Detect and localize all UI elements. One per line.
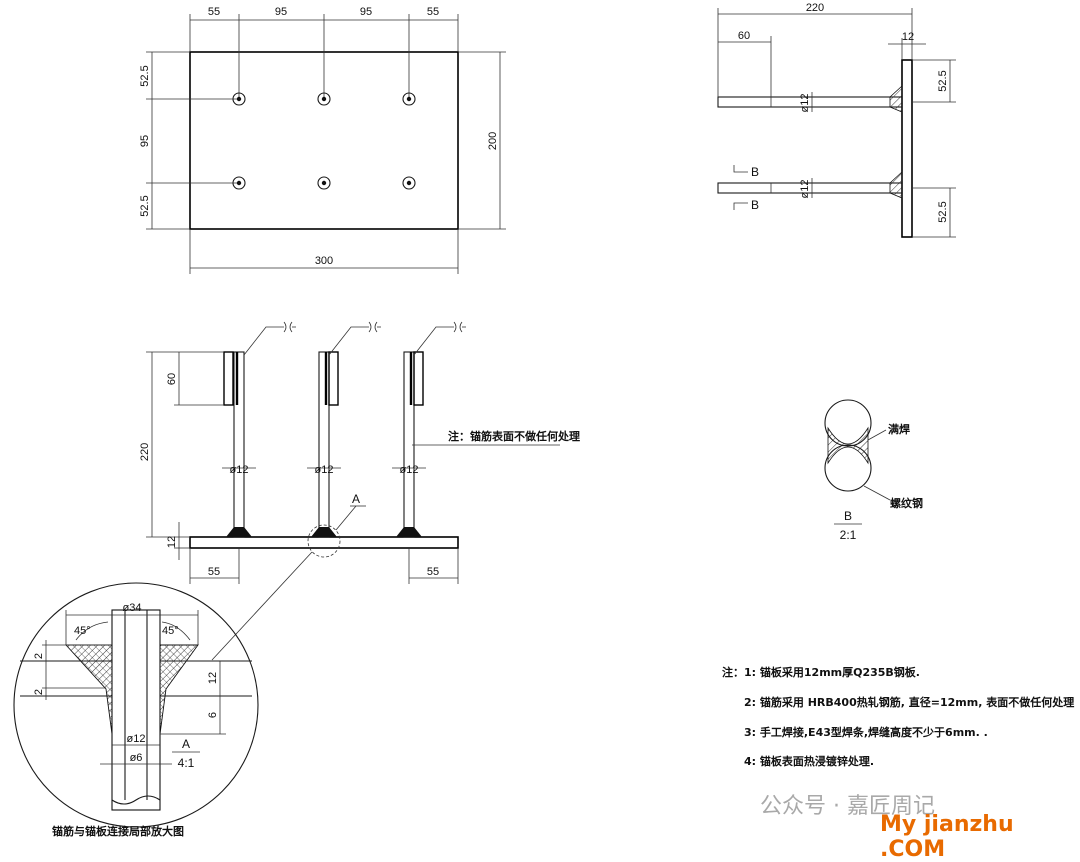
- side-dim-total: 220: [806, 2, 824, 14]
- front-rebar: [233, 351, 245, 538]
- side-rebar-label-2: ø12: [799, 180, 811, 199]
- plan-view: 55 95 95 55 52.5 95 52.5 200 300: [139, 6, 506, 274]
- plan-dim-top-4: 55: [427, 6, 439, 18]
- front-rebar: [318, 351, 330, 538]
- section-b-label-rebar: 螺纹钢: [890, 496, 923, 510]
- front-plate: [189, 536, 459, 549]
- front-dim-plate: 12: [166, 536, 178, 548]
- detail-a-outline: [13, 582, 259, 828]
- note-item-3: 3: 手工焊接,E43型焊条,焊缝高度不少于6mm. .: [744, 725, 988, 739]
- watermark-wechat: 公众号 · 嘉匠周记: [760, 794, 935, 819]
- detail-a-caption: 锚筋与锚板连接局部放大图: [52, 824, 184, 838]
- hole: [402, 176, 416, 190]
- hole: [317, 92, 331, 106]
- front-dim-bottom-2: 55: [427, 566, 439, 578]
- side-rebar-label-1: ø12: [799, 94, 811, 113]
- front-rebar-label-1: ø12: [230, 464, 249, 476]
- detail-a-dim-right-1: 12: [207, 672, 219, 684]
- front-detail-mark: A: [352, 492, 360, 506]
- note-item-4: 4: 锚板表面热浸镀锌处理.: [744, 754, 874, 768]
- detail-a-dim-dia-mid: ø12: [127, 733, 146, 745]
- plan-holes: [232, 92, 416, 190]
- front-rebar: [403, 351, 415, 538]
- detail-a: ø34 45° 45° 2 2 12 6 ø12 ø6 A 4:1 锚筋与锚板连…: [13, 582, 259, 838]
- section-b: 满焊 螺纹钢 B 2:1: [824, 399, 923, 542]
- side-plate: [901, 59, 913, 238]
- detail-a-angle-right: 45°: [162, 625, 179, 637]
- front-dim-bottom-1: 55: [208, 566, 220, 578]
- detail-a-dim-dia-outer: ø34: [123, 602, 142, 614]
- plan-dim-right: 200: [487, 132, 499, 150]
- side-section-mark-bottom: B: [751, 198, 759, 212]
- front-rebar-label-3: ø12: [400, 464, 419, 476]
- detail-a-dim-left-1: 2: [33, 653, 45, 659]
- hole: [402, 92, 416, 106]
- plan-dim-top-3: 95: [360, 6, 372, 18]
- side-dim-right-2: 52.5: [937, 201, 949, 222]
- notes-prefix: 注：: [722, 665, 744, 679]
- detail-a-angle-left: 45°: [74, 625, 91, 637]
- side-dim-inset: 60: [738, 30, 750, 42]
- general-notes: 注： 1: 锚板采用12mm厚Q235B钢板. 2: 锚筋采用 HRB400热轧…: [722, 665, 1074, 768]
- plan-dim-left-1: 52.5: [139, 65, 151, 86]
- side-dim-plate: 12: [902, 31, 914, 43]
- side-dim-right-1: 52.5: [937, 70, 949, 91]
- plan-dim-top-1: 55: [208, 6, 220, 18]
- front-dim-height: 220: [139, 443, 151, 461]
- watermark-site: My jianzhu .COM: [880, 812, 1014, 862]
- side-section-mark-top: B: [751, 165, 759, 179]
- detail-a-dim-right-2: 6: [207, 712, 219, 718]
- plan-dim-top-2: 95: [275, 6, 287, 18]
- front-dim-weld: 60: [166, 373, 178, 385]
- detail-a-scale: 4:1: [178, 756, 195, 770]
- note-item-1: 1: 锚板采用12mm厚Q235B钢板.: [744, 665, 920, 679]
- front-view: 60 220 12 55 55 ø12 ø12 ø12 注：锚筋表面不做任何处理…: [139, 321, 580, 661]
- note-item-2: 2: 锚筋采用 HRB400热轧钢筋, 直径=12mm, 表面不做任何处理: [744, 695, 1074, 709]
- section-b-scale: 2:1: [840, 528, 857, 542]
- detail-a-title: A: [182, 737, 190, 751]
- front-note-surface: 注：锚筋表面不做任何处理: [448, 429, 580, 443]
- plan-dim-left-2: 95: [139, 135, 151, 147]
- plan-dim-bottom: 300: [315, 255, 333, 267]
- hole: [317, 176, 331, 190]
- detail-a-dim-left-2: 2: [33, 689, 45, 695]
- hole: [232, 176, 246, 190]
- section-b-label-weld: 满焊: [888, 422, 910, 436]
- hole: [232, 92, 246, 106]
- side-view: 220 60 12 52.5 52.5 ø12 ø12 B B: [717, 2, 956, 238]
- front-rebar-label-2: ø12: [315, 464, 334, 476]
- detail-a-dim-dia-inner: ø6: [130, 752, 143, 764]
- plan-dim-left-3: 52.5: [139, 195, 151, 216]
- section-b-title: B: [844, 509, 852, 523]
